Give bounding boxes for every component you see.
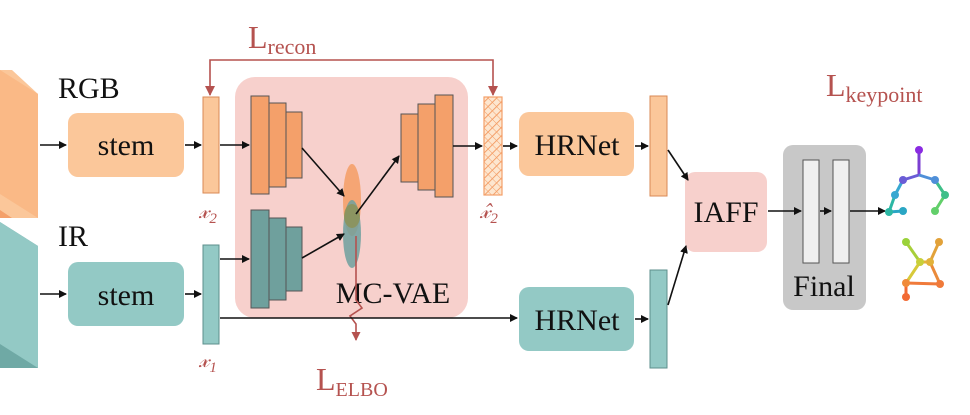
iaff-block <box>685 172 767 252</box>
loss-keypoint-label: Lkeypoint <box>826 67 923 107</box>
feature-x2-hat-label: 𝓍̂2 <box>479 198 498 227</box>
iaff-label: IAFF <box>693 196 758 229</box>
loss-recon-label: Lrecon <box>248 19 316 59</box>
feature-x2-label: 𝓍2 <box>198 198 217 227</box>
feature-x2-bar <box>202 96 220 194</box>
pose-skeleton-lower <box>902 238 944 301</box>
stem-ir-label: stem <box>98 279 155 312</box>
hrnet-top-output-bar <box>649 95 668 197</box>
arrow-enc-rgb-to-latent <box>301 147 345 197</box>
recon-arrowhead-left <box>205 86 215 96</box>
arrow-top-bar-to-iaff <box>667 149 689 181</box>
feature-x1-bar <box>202 244 220 345</box>
encoder-ir <box>250 209 303 309</box>
decoder-rgb <box>400 94 454 198</box>
stem-rgb-block <box>68 113 184 177</box>
recon-arrowhead-right <box>488 86 498 96</box>
rgb-input-image <box>0 70 38 218</box>
loss-elbo-label: LELBO <box>316 361 388 401</box>
recon-loss-bracket <box>209 59 494 95</box>
mcvae-label: MC-VAE <box>336 277 450 310</box>
arrow-latent-to-decoder <box>355 155 400 215</box>
ir-label: IR <box>58 220 88 253</box>
latent-distributions <box>343 164 361 268</box>
final-label: Final <box>793 270 855 303</box>
feature-x2-hat-bar <box>483 96 503 196</box>
stem-ir-block <box>68 262 184 326</box>
rgb-label: RGB <box>58 72 120 105</box>
hrnet-top-label: HRNet <box>535 129 621 162</box>
final-layer-2 <box>832 159 850 264</box>
arrow-enc-ir-to-latent <box>301 233 345 259</box>
hrnet-top-block <box>519 112 634 176</box>
ir-input-image <box>0 222 38 368</box>
feature-x1-label: 𝓍1 <box>198 347 217 376</box>
elbo-loss-line <box>348 236 364 341</box>
arrow-bottom-bar-to-iaff <box>667 245 688 306</box>
hrnet-bottom-label: HRNet <box>535 304 621 337</box>
hrnet-bottom-output-bar <box>649 269 668 369</box>
hrnet-bottom-block <box>519 287 634 351</box>
final-layer-1 <box>802 159 820 264</box>
pose-skeleton-upper <box>885 146 949 216</box>
stem-rgb-label: stem <box>98 129 155 162</box>
encoder-rgb <box>250 95 303 195</box>
